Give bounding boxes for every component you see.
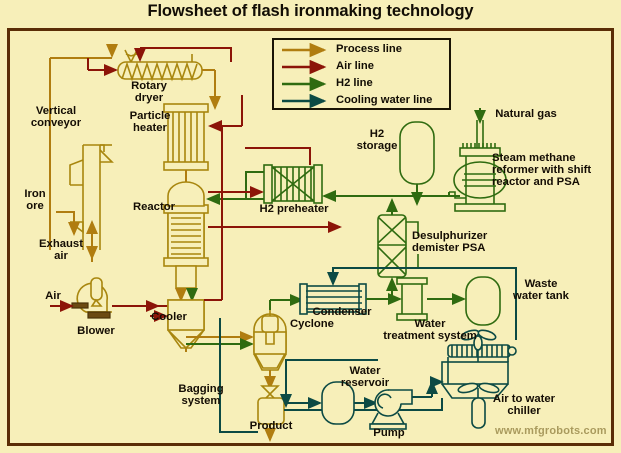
- label-pump: Pump: [373, 427, 405, 439]
- diagram-frame: [7, 28, 614, 446]
- label-condenser: Condenser: [312, 306, 372, 318]
- page-title: Flowsheet of flash ironmaking technology: [147, 2, 474, 20]
- water-treatment-system-symbol: [396, 277, 428, 321]
- label-air: Air: [45, 290, 61, 302]
- bagging-system-symbol: [257, 385, 285, 425]
- legend-item-process-line: Process line: [336, 43, 402, 55]
- label-blower: Blower: [77, 325, 115, 337]
- rotary-dryer-symbol: [117, 49, 203, 82]
- watermark: www.mfgrobots.com: [495, 425, 607, 437]
- cooler-symbol: [167, 299, 205, 350]
- reactor-symbol: [163, 181, 209, 289]
- blower-symbol: [71, 277, 112, 319]
- label-air-to-water-chiller: Air to water chiller: [492, 393, 556, 418]
- label-waste-water-tank: Waste water tank: [513, 278, 569, 303]
- label-exhaust-air: Exhaust air: [39, 238, 83, 263]
- label-reactor: Reactor: [132, 201, 176, 213]
- label-h2-storage: H2 storage: [356, 128, 398, 153]
- stream-iron-ore: [56, 211, 80, 236]
- label-cyclone: Cyclone: [290, 318, 334, 330]
- label-steam-methane-reformer: Steam methane reformer with shift reacto…: [492, 152, 592, 189]
- label-natural-gas: Natural gas: [495, 108, 557, 120]
- label-cooler: Cooler: [151, 311, 187, 323]
- legend-item-air-line: Air line: [336, 60, 374, 72]
- label-particle-heater: Particle heater: [129, 110, 171, 135]
- air-to-water-chiller-symbol: [441, 329, 517, 429]
- label-water-reservoir: Water reservoir: [340, 365, 390, 390]
- label-rotary-dryer: Rotary dryer: [131, 80, 167, 105]
- h2-preheater-symbol: [263, 164, 323, 204]
- label-h2-preheater: H2 preheater: [259, 203, 329, 215]
- label-vertical-conveyor: Vertical conveyor: [30, 105, 82, 130]
- pump-symbol: [369, 389, 413, 430]
- legend-item-h2-line: H2 line: [336, 77, 373, 89]
- legend: Process line Air line H2 line Cooling wa…: [272, 38, 451, 110]
- label-water-treatment-system: Water treatment system: [383, 318, 477, 343]
- label-iron-ore: Iron ore: [24, 188, 46, 213]
- h2-storage-symbol: [399, 121, 435, 185]
- waste-water-tank-symbol: [465, 276, 501, 326]
- condenser-symbol: [299, 283, 367, 315]
- label-desulphurizer: Desulphurizer demister PSA: [412, 230, 488, 255]
- label-bagging-system: Bagging system: [178, 383, 224, 408]
- label-product: Product: [249, 420, 293, 432]
- legend-item-cooling-water-line: Cooling water line: [336, 94, 433, 106]
- steam-methane-reformer-symbol: [449, 120, 507, 212]
